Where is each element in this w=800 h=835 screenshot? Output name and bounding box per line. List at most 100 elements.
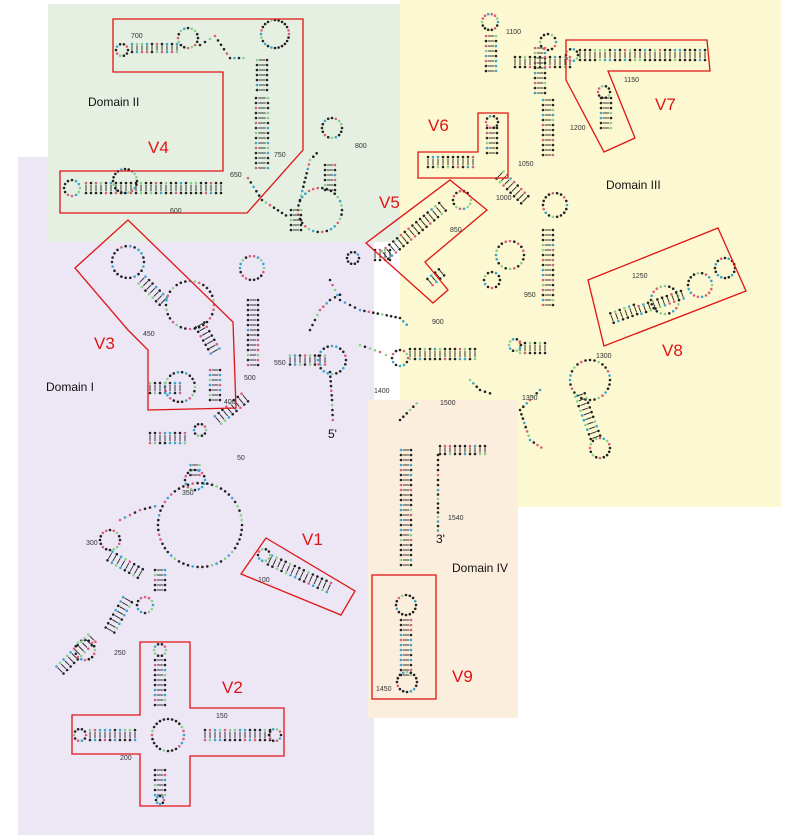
nucleotide [298, 354, 302, 357]
nucleotide [244, 277, 248, 280]
base-pair [518, 193, 524, 199]
base-pair [420, 220, 426, 226]
nucleotide [154, 299, 158, 303]
nucleotide [163, 678, 167, 682]
base-pair [394, 242, 399, 249]
position-label-350: 350 [182, 490, 194, 497]
nucleotide [218, 347, 221, 350]
nucleotide [311, 584, 315, 587]
nucleotide [159, 191, 163, 195]
nucleotide [656, 298, 659, 301]
nucleotide [484, 54, 488, 58]
nucleotide [458, 357, 462, 361]
nucleotide [200, 485, 204, 489]
nucleotide [431, 165, 435, 169]
nucleotide [409, 673, 413, 677]
nucleotide [260, 559, 264, 562]
nucleotide [519, 187, 523, 191]
nucleotide [399, 548, 403, 552]
nucleotide [409, 483, 413, 487]
nucleotide [194, 191, 198, 195]
nucleotide [179, 325, 183, 329]
nucleotide [668, 312, 671, 315]
nucleotide [252, 185, 255, 189]
nucleotide [399, 528, 403, 532]
nucleotide [197, 325, 201, 329]
nucleotide [104, 529, 108, 533]
nucleotide [683, 48, 687, 52]
nucleotide [541, 278, 545, 282]
nucleotide [413, 347, 417, 351]
nucleotide [183, 431, 187, 435]
nucleotide [658, 48, 662, 52]
nucleotide [518, 55, 522, 59]
nucleotide [145, 50, 149, 54]
nucleotide [674, 291, 678, 294]
nucleotide [203, 738, 207, 742]
nucleotide [169, 181, 173, 185]
nucleotide [135, 42, 139, 46]
nucleotide [586, 401, 590, 405]
nucleotide [164, 648, 168, 652]
nucleotide [299, 223, 303, 227]
nucleotide [121, 595, 125, 599]
nucleotide [513, 240, 516, 243]
nucleotide [241, 274, 245, 278]
base-pair [139, 277, 145, 283]
nucleotide [458, 444, 462, 448]
nucleotide [613, 48, 617, 52]
nucleotide [173, 431, 177, 435]
nucleotide [118, 43, 122, 46]
base-pair [440, 204, 445, 210]
nucleotide [570, 387, 574, 391]
nucleotide [402, 244, 405, 248]
nucleotide [168, 374, 172, 378]
nucleotide [585, 396, 588, 400]
nucleotide [257, 194, 261, 197]
nucleotide [329, 384, 333, 388]
nucleotide [659, 285, 662, 289]
nucleotide [205, 286, 209, 290]
nucleotide [203, 478, 207, 482]
nucleotide [271, 565, 274, 568]
nucleotide [513, 267, 516, 270]
nucleotide [263, 738, 267, 742]
nucleotide [169, 493, 173, 496]
nucleotide [437, 268, 441, 271]
nucleotide [405, 670, 409, 674]
nucleotide [646, 301, 650, 305]
nucleotide [413, 235, 417, 238]
nucleotide [69, 665, 72, 668]
nucleotide [707, 291, 711, 295]
nucleotide [298, 363, 302, 366]
nucleotide [497, 282, 501, 286]
nucleotide [655, 287, 659, 291]
nucleotide [255, 78, 259, 82]
nucleotide [323, 363, 327, 366]
nucleotide [710, 279, 713, 283]
base-pair [633, 306, 638, 313]
nucleotide [133, 275, 136, 278]
nucleotide [194, 181, 198, 185]
nucleotide [195, 40, 199, 44]
nucleotide [714, 262, 718, 266]
nucleotide [307, 227, 311, 231]
nucleotide [677, 303, 680, 306]
nucleotide [675, 306, 678, 310]
nucleotide [440, 212, 444, 216]
nucleotide [158, 802, 162, 806]
nucleotide [223, 419, 227, 422]
nucleotide [150, 42, 154, 46]
nucleotide [153, 578, 157, 582]
nucleotide [155, 722, 158, 725]
v5-region-outline [364, 179, 489, 304]
nucleotide [113, 631, 116, 634]
nucleotide [551, 273, 555, 277]
nucleotide [189, 463, 192, 467]
nucleotide [186, 485, 190, 489]
nucleotide [190, 27, 194, 31]
nucleotide [436, 524, 440, 528]
nucleotide [219, 181, 223, 185]
nucleotide [603, 58, 607, 62]
nucleotide [177, 487, 181, 490]
